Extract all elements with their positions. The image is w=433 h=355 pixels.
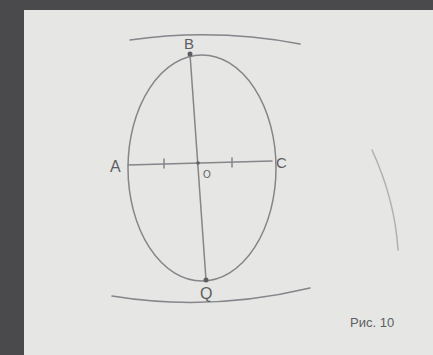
circle (128, 55, 276, 281)
point (196, 161, 200, 165)
segment-bq (190, 54, 206, 280)
point-label: O (203, 170, 211, 180)
side-arc (372, 150, 398, 250)
chord-ac (128, 161, 272, 165)
tick-mark (231, 158, 233, 167)
point-label: C (276, 155, 287, 170)
point-label: A (110, 159, 121, 175)
tick-mark (163, 159, 165, 168)
point-label: Q (200, 286, 212, 302)
point (204, 278, 209, 283)
point (188, 52, 193, 57)
point-label: B (184, 36, 194, 51)
paper (24, 10, 433, 355)
top-arc (130, 35, 300, 44)
figure-caption: Рис. 10 (350, 316, 394, 329)
